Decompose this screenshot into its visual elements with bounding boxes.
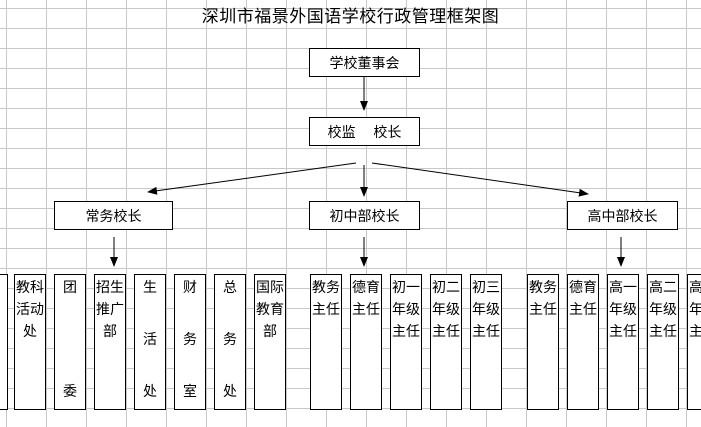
- department-label: 高三年级主任: [688, 275, 701, 343]
- department-box: 德育主任: [567, 274, 599, 410]
- department-box: 教科活动处: [14, 274, 46, 410]
- arrow-to-senior-principal: [371, 162, 589, 197]
- department-label: 教科活动处: [16, 280, 44, 340]
- department-box: 高三年级主任: [687, 274, 701, 410]
- senior-principal-box: 高中部校长: [567, 201, 678, 230]
- department-box: 高二年级主任: [647, 274, 679, 410]
- department-label: 招生推广部: [96, 280, 124, 340]
- department-label: 初二年级主任: [432, 280, 460, 340]
- department-label: 初三年级主任: [472, 280, 500, 340]
- department-label: 教务主任: [312, 280, 340, 318]
- department-label: 高一年级主任: [609, 280, 637, 340]
- executive-principal-box: 常务校长: [54, 201, 173, 230]
- department-box: 总务处: [214, 274, 246, 410]
- department-label: 教务主任: [529, 280, 557, 318]
- arrow-to-executive-principal: [147, 162, 357, 195]
- page-title: 深圳市福景外国语学校行政管理框架图: [201, 7, 500, 27]
- board-of-directors-box: 学校董事会: [309, 48, 420, 77]
- junior-principal-box: 初中部校长: [309, 201, 420, 230]
- department-box: 教务主任: [310, 274, 342, 410]
- department-box: 国际教育部: [254, 274, 286, 410]
- department-box: 团委: [54, 274, 86, 410]
- department-label: 高二年级主任: [649, 280, 677, 340]
- department-box: 初一年级主任: [390, 274, 422, 410]
- department-label: 生活处: [143, 280, 157, 400]
- department-box: 德育主任: [350, 274, 382, 410]
- department-box: 生活处: [134, 274, 166, 410]
- department-label: 德育主任: [569, 280, 597, 318]
- department-box: 财务室: [174, 274, 206, 410]
- department-label: 德育主任: [352, 280, 380, 318]
- principals-box: 校监 校长: [309, 117, 420, 146]
- department-box: 初三年级主任: [470, 274, 502, 410]
- department-label: 团委: [63, 280, 77, 400]
- department-label: 总务处: [223, 280, 237, 400]
- department-box: 招生推广部: [94, 274, 126, 410]
- department-label: 初一年级主任: [392, 280, 420, 340]
- department-label: 财务室: [183, 280, 197, 400]
- department-label: 国际教育部: [256, 280, 284, 340]
- department-box: 初二年级主任: [430, 274, 462, 410]
- department-box: 高一年级主任: [607, 274, 639, 410]
- department-box: 教务主任: [527, 274, 559, 410]
- department-box: [0, 274, 8, 410]
- department-label: [0, 275, 7, 277]
